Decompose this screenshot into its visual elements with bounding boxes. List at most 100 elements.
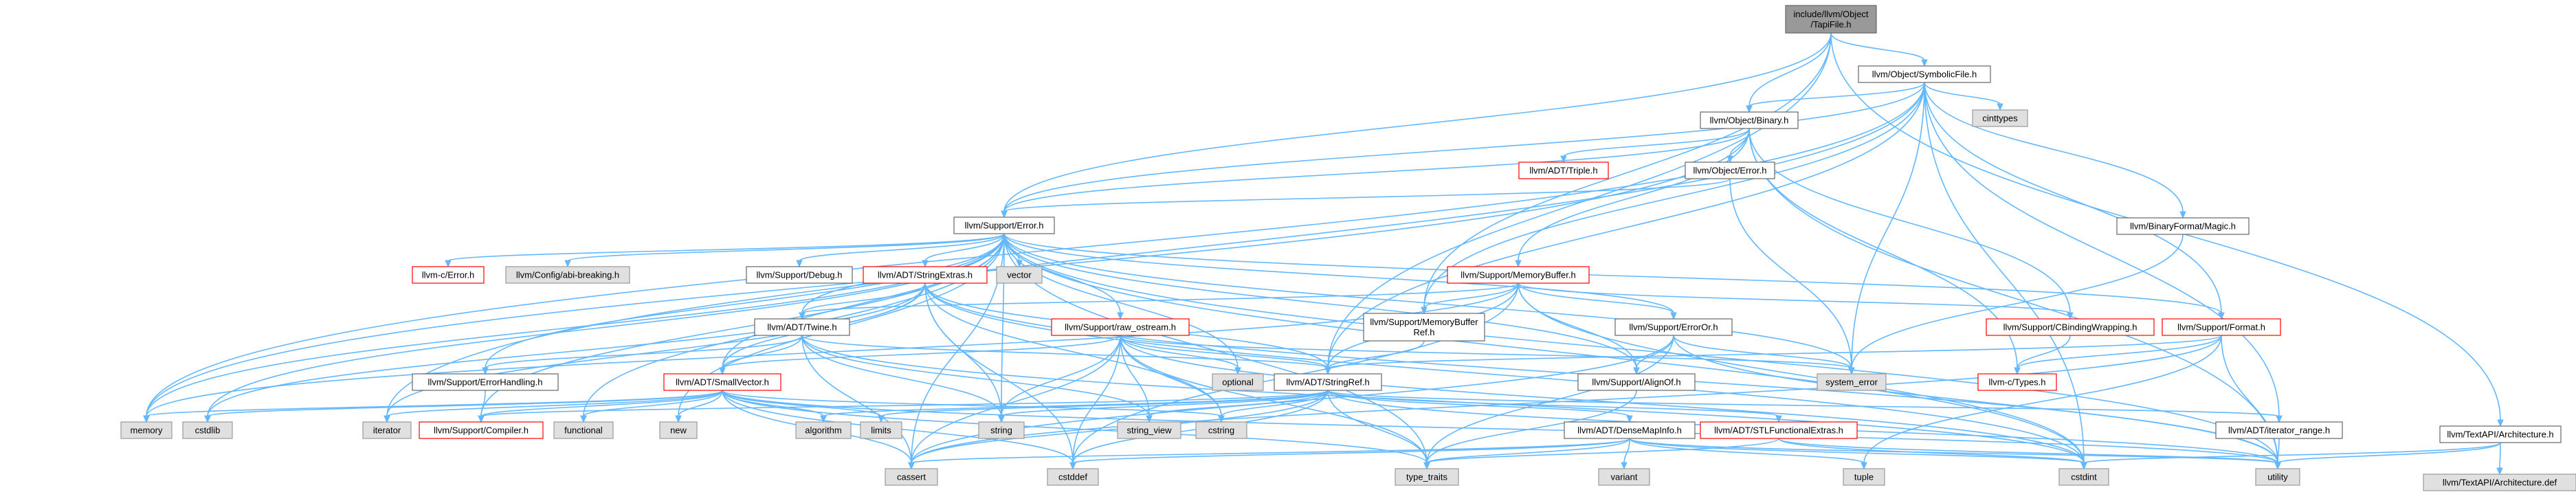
node-label: llvm/Object/Error.h xyxy=(1694,166,1767,176)
node-iterrange[interactable]: llvm/ADT/iterator_range.h xyxy=(2215,421,2343,439)
node-cbinding[interactable]: llvm/Support/CBindingWrapping.h xyxy=(1986,318,2155,336)
node-erroror[interactable]: llvm/Support/ErrorOr.h xyxy=(1614,318,1733,336)
node-label: /TapiFile.h xyxy=(1810,19,1851,30)
node-debug[interactable]: llvm/Support/Debug.h xyxy=(746,266,853,284)
edge-membuf-to-cbinding xyxy=(1518,282,2071,314)
node-box xyxy=(860,421,902,439)
edge-densemapinfo-to-cstddef xyxy=(1072,438,1630,464)
node-box xyxy=(2255,468,2300,486)
node-label: memory xyxy=(131,425,163,436)
node-twine[interactable]: llvm/ADT/Twine.h xyxy=(754,318,850,336)
edge-arrowhead xyxy=(799,312,806,320)
edge-smallvector-to-compiler xyxy=(480,390,723,417)
node-box xyxy=(1598,468,1650,486)
node-string: string xyxy=(978,421,1025,439)
node-binary[interactable]: llvm/Object/Binary.h xyxy=(1700,111,1799,129)
node-label: llvm/Object/Binary.h xyxy=(1710,115,1789,126)
node-label: llvm/ADT/StringExtras.h xyxy=(878,270,973,280)
edge-stringref-to-string xyxy=(1001,390,1329,417)
node-triple[interactable]: llvm/ADT/Triple.h xyxy=(1518,162,1609,179)
node-smallvector[interactable]: llvm/ADT/SmallVector.h xyxy=(663,373,781,391)
edge-arrowhead xyxy=(1746,105,1753,113)
node-label: llvm/Support/AlignOf.h xyxy=(1592,377,1680,388)
node-box xyxy=(754,318,850,336)
edge-arrowhead xyxy=(820,415,827,423)
node-label: optional xyxy=(1222,377,1254,388)
node-format[interactable]: llvm/Support/Format.h xyxy=(2162,318,2281,336)
edge-arrowhead xyxy=(1001,210,1008,219)
edge-densemapinfo-to-variant xyxy=(1623,438,1630,464)
node-box xyxy=(2162,318,2281,336)
node-objerror[interactable]: llvm/Object/Error.h xyxy=(1685,162,1775,179)
node-cstdint: cstdint xyxy=(2058,468,2109,486)
node-stringref[interactable]: llvm/ADT/StringRef.h xyxy=(1274,373,1382,391)
node-iterator: iterator xyxy=(362,421,412,439)
node-box xyxy=(1700,421,1858,439)
node-alignof[interactable]: llvm/Support/AlignOf.h xyxy=(1577,373,1696,391)
node-new: new xyxy=(659,421,698,439)
edge-membufref-to-stringref xyxy=(1327,340,1425,369)
node-label: type_traits xyxy=(1406,472,1447,482)
node-label: include/llvm/Object xyxy=(1793,9,1868,19)
edge-objerror-to-support_error xyxy=(1003,178,1731,212)
node-label: llvm/TextAPI/Architecture.h xyxy=(2447,430,2553,440)
node-box xyxy=(1577,373,1696,391)
edge-rawostream-to-smallvector xyxy=(722,335,1121,369)
edge-stringref-to-string_view xyxy=(1148,390,1329,417)
edge-stlfunc-to-cstdint xyxy=(1778,438,2085,464)
node-densemapinfo[interactable]: llvm/ADT/DenseMapInfo.h xyxy=(1564,421,1696,439)
edge-symfile-to-format xyxy=(1924,82,2222,314)
node-membuf[interactable]: llvm/Support/MemoryBuffer.h xyxy=(1447,266,1590,284)
edge-arrowhead xyxy=(1560,155,1567,164)
edge-smallvector-to-new xyxy=(678,390,723,417)
edge-support_error-to-cstdlib xyxy=(207,233,1005,417)
node-box xyxy=(1117,421,1181,439)
node-stlfunc[interactable]: llvm/ADT/STLFunctionalExtras.h xyxy=(1700,421,1858,439)
edge-support_error-to-alignof xyxy=(1003,233,1637,369)
edge-arrowhead xyxy=(204,415,211,423)
edge-twine-to-string_view xyxy=(801,335,1150,417)
edge-arrowhead xyxy=(2496,467,2503,476)
edge-arrowhead xyxy=(908,462,915,470)
edge-support_error-to-c_error xyxy=(447,233,1005,262)
edge-arrowhead xyxy=(1146,415,1153,423)
node-c_error[interactable]: llvm-c/Error.h xyxy=(412,266,485,284)
edge-arrowhead xyxy=(445,260,452,268)
edge-twine-to-smallvector xyxy=(722,335,803,369)
node-support_error[interactable]: llvm/Support/Error.h xyxy=(953,216,1055,234)
edge-membuf-to-twine xyxy=(801,282,1519,314)
node-label: llvm/Support/Debug.h xyxy=(756,270,842,280)
node-box xyxy=(1858,65,1991,83)
edge-support_error-to-abi xyxy=(567,233,1005,262)
node-box xyxy=(746,266,853,284)
node-label: llvm/TextAPI/Architecture.def xyxy=(2443,478,2557,488)
node-type_traits: type_traits xyxy=(1395,468,1459,486)
node-box xyxy=(412,373,559,391)
edge-support_error-to-erroror xyxy=(1003,233,1674,314)
edge-support_error-to-string xyxy=(1001,233,1005,417)
node-errhandling[interactable]: llvm/Support/ErrorHandling.h xyxy=(412,373,559,391)
edge-arrowhead xyxy=(1670,312,1677,320)
edge-arrowhead xyxy=(878,415,885,423)
edge-symfile-to-membufref xyxy=(1423,82,1925,309)
node-rawostream[interactable]: llvm/Support/raw_ostream.h xyxy=(1051,318,1190,336)
node-box xyxy=(182,421,233,439)
node-compiler[interactable]: llvm/Support/Compiler.h xyxy=(419,421,544,439)
edge-binary-to-membuf xyxy=(1518,128,1750,262)
node-ctypes[interactable]: llvm-c/Types.h xyxy=(1977,373,2057,391)
edge-cbinding-to-ctypes xyxy=(2017,335,2071,369)
edge-binary-to-utility xyxy=(1748,128,2278,464)
node-symfile[interactable]: llvm/Object/SymbolicFile.h xyxy=(1858,65,1991,83)
edge-smallvector-to-memory xyxy=(146,390,723,417)
node-magic[interactable]: llvm/BinaryFormat/Magic.h xyxy=(2116,217,2250,235)
node-box xyxy=(1447,266,1590,284)
edge-arrowhead xyxy=(2080,462,2087,470)
node-strextras[interactable]: llvm/ADT/StringExtras.h xyxy=(863,266,988,284)
node-textapi_arch[interactable]: llvm/TextAPI/Architecture.h xyxy=(2439,425,2562,443)
node-box xyxy=(1395,468,1459,486)
edge-symfile-to-binary xyxy=(1748,82,1925,107)
node-label: llvm/ADT/DenseMapInfo.h xyxy=(1577,425,1682,436)
edge-arrowhead xyxy=(384,415,390,423)
